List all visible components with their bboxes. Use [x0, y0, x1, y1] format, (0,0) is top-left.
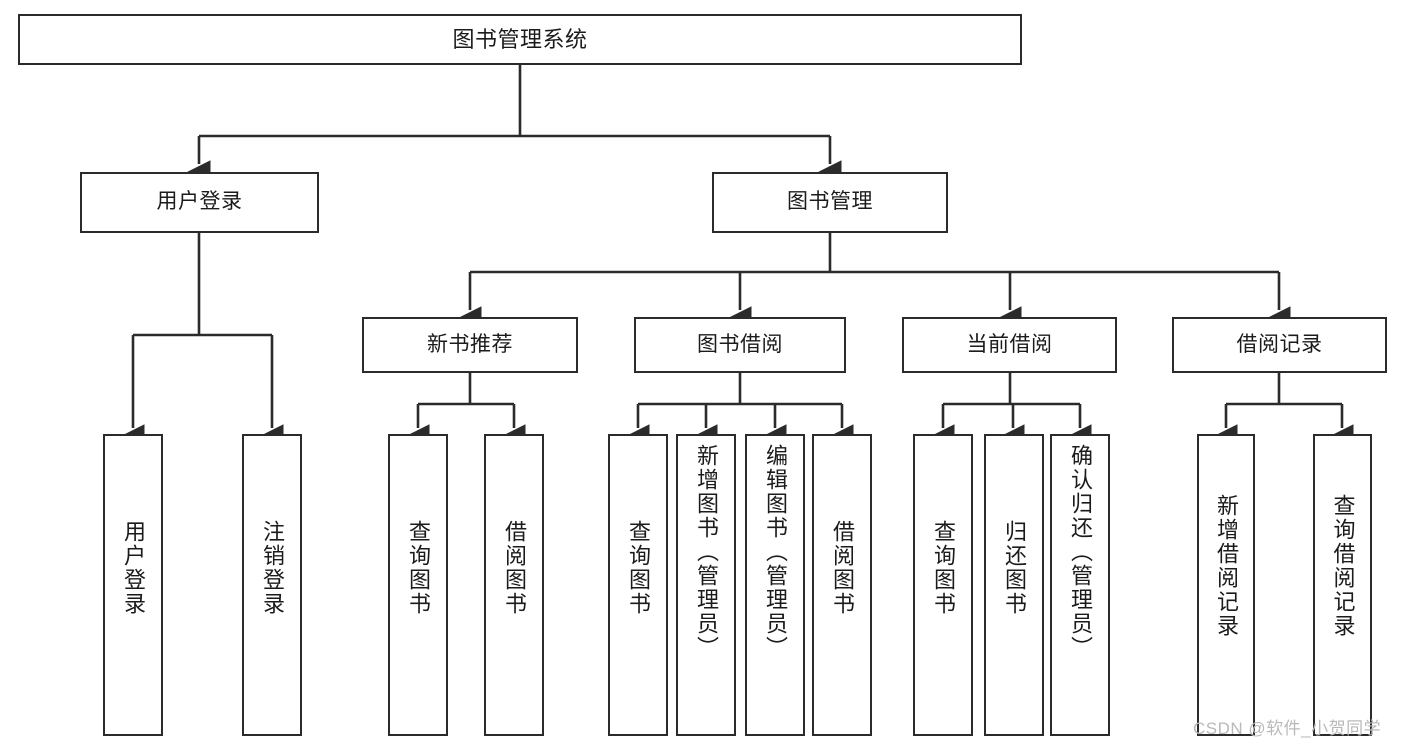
node-label: 查询图书	[406, 520, 431, 616]
node-label: 注销登录	[260, 520, 285, 616]
node-label: 当前借阅	[966, 332, 1053, 356]
node-leaf-borrow-book-recommend[interactable]: 借阅图书	[484, 434, 544, 736]
node-leaf-return-book[interactable]: 归还图书	[984, 434, 1044, 736]
node-leaf-query-book-borrow[interactable]: 查询图书	[608, 434, 668, 736]
node-label: 归还图书	[1002, 520, 1027, 616]
node-label: 查询图书	[931, 520, 956, 616]
node-label: 确认归还（管理员）	[1068, 444, 1093, 660]
node-label: 查询图书	[626, 520, 651, 616]
node-label: 图书管理	[787, 190, 873, 214]
node-new-book-recommendation[interactable]: 新书推荐	[362, 317, 578, 373]
node-label: 查询借阅记录	[1330, 494, 1356, 638]
node-leaf-edit-book-admin[interactable]: 编辑图书（管理员）	[745, 434, 805, 736]
node-leaf-add-borrow-record[interactable]: 新增借阅记录	[1197, 434, 1255, 736]
node-leaf-borrow-book[interactable]: 借阅图书	[812, 434, 872, 736]
node-leaf-user-login[interactable]: 用户登录	[103, 434, 163, 736]
node-label: 借阅图书	[502, 520, 527, 616]
node-leaf-query-borrow-record[interactable]: 查询借阅记录	[1313, 434, 1372, 736]
node-book-borrow[interactable]: 图书借阅	[634, 317, 846, 373]
node-label: 用户登录	[121, 520, 146, 616]
node-label: 图书管理系统	[452, 26, 588, 52]
node-label: 用户登录	[156, 190, 243, 214]
node-current-borrow[interactable]: 当前借阅	[902, 317, 1117, 373]
node-user-login[interactable]: 用户登录	[80, 172, 319, 233]
node-leaf-confirm-return-admin[interactable]: 确认归还（管理员）	[1050, 434, 1110, 736]
node-label: 新增图书（管理员）	[694, 444, 719, 660]
node-root-book-management-system[interactable]: 图书管理系统	[18, 14, 1022, 65]
node-leaf-query-book-current[interactable]: 查询图书	[913, 434, 973, 736]
csdn-watermark: CSDN @软件_小贺同学	[1193, 719, 1382, 738]
node-borrow-record[interactable]: 借阅记录	[1172, 317, 1387, 373]
node-label: 新增借阅记录	[1214, 494, 1239, 638]
node-label: 图书借阅	[697, 332, 783, 356]
node-leaf-logout-login[interactable]: 注销登录	[242, 434, 302, 736]
node-book-management[interactable]: 图书管理	[712, 172, 948, 233]
node-leaf-query-book-recommend[interactable]: 查询图书	[388, 434, 448, 736]
node-label: 编辑图书（管理员）	[763, 444, 788, 660]
node-leaf-add-book-admin[interactable]: 新增图书（管理员）	[676, 434, 736, 736]
node-label: 借阅图书	[830, 520, 855, 616]
node-label: 新书推荐	[427, 332, 513, 356]
node-label: 借阅记录	[1236, 332, 1323, 356]
